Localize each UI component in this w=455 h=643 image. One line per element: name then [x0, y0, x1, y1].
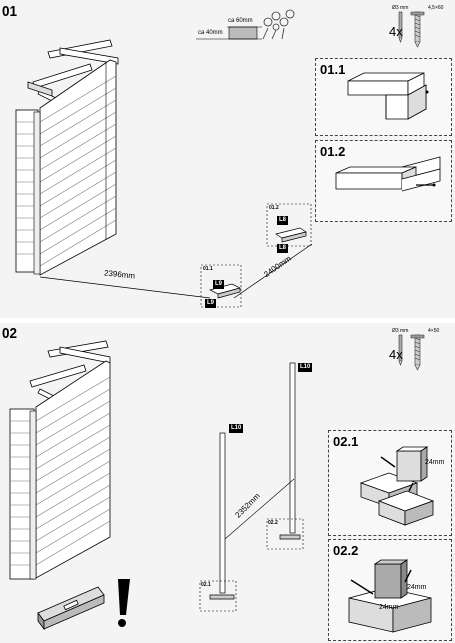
step-2-number: 02 — [2, 325, 18, 342]
detail-inset-3-number: 02.1 — [333, 434, 359, 449]
post-tag-l10-b: L10 — [298, 363, 313, 372]
part-tag-l8: L8 — [277, 216, 289, 225]
callout-label-b-2: 02.2 — [268, 520, 278, 526]
step-1-panel: 01 ca 60mm ca 40mm Ø3 mm 4,5×60 4x — [0, 0, 455, 318]
drill-size-label-2: Ø3 mm — [392, 328, 409, 334]
detail-inset-1: 01.1 — [315, 58, 452, 136]
detail-inset-1-number: 01.1 — [320, 62, 346, 77]
corner-joint-drawing-1 — [347, 72, 429, 120]
ground-depth-icon — [196, 9, 295, 40]
part-tag-l9-b: L9 — [205, 299, 217, 308]
step-2-panel: 02 Ø3 mm 4×50 4x — [0, 323, 455, 643]
panel-divider — [0, 318, 455, 323]
wall-drawing-2 — [9, 340, 304, 631]
inset-4-dimension-1: 24mm — [407, 584, 427, 591]
screw-icon — [398, 11, 425, 48]
part-tag-l8-b: L8 — [277, 244, 289, 253]
post-base-drawing-2 — [348, 559, 432, 633]
detail-inset-3: 02.1 24mm — [328, 430, 452, 536]
callout-label-b: 01.2 — [269, 205, 279, 211]
corner-joint-drawing-2 — [335, 156, 441, 192]
drill-size-label: Ø3 mm — [392, 5, 409, 11]
screw-icon-2 — [398, 334, 425, 371]
part-tag-l9: L9 — [213, 280, 225, 289]
screw-size-label: 4,5×60 — [428, 5, 444, 11]
screw-size-label-2: 4×50 — [428, 328, 440, 334]
ground-depth-label-2: ca 40mm — [198, 30, 223, 36]
post-tag-l10-a: L10 — [229, 424, 244, 433]
spirit-level — [37, 586, 105, 631]
quantity-label: 4x — [389, 24, 403, 39]
quantity-label-2: 4x — [389, 347, 403, 362]
inset-3-dimension: 24mm — [425, 459, 445, 466]
wall-drawing — [15, 39, 313, 308]
detail-inset-2: 01.2 — [315, 140, 452, 222]
inset-4-dimension-2: 24mm — [379, 604, 399, 611]
callout-label-a: 01.1 — [203, 266, 213, 272]
detail-inset-4-number: 02.2 — [333, 543, 359, 558]
post-base-drawing-1 — [359, 446, 435, 526]
detail-inset-4: 02.2 24mm 24mm — [328, 539, 452, 641]
ground-depth-label-1: ca 60mm — [228, 18, 253, 24]
step-1-number: 01 — [2, 3, 18, 20]
callout-label-a-2: 02.1 — [201, 582, 211, 588]
detail-inset-2-number: 01.2 — [320, 144, 346, 159]
